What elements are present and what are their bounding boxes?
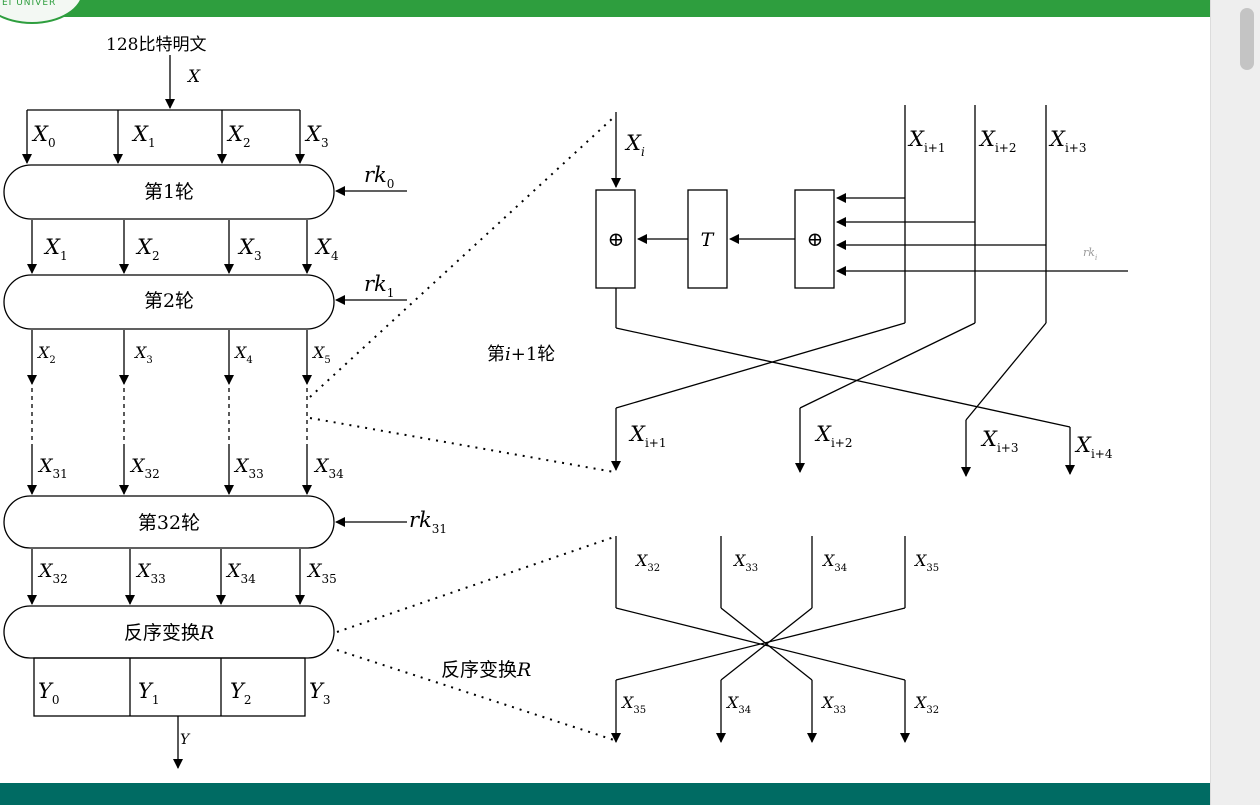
input-label: 128比特明文 <box>106 35 206 55</box>
label-r2-out-4: X5 <box>311 343 331 366</box>
t-label: T <box>701 229 715 251</box>
round-2-box <box>3 274 335 330</box>
vertical-scrollbar[interactable] <box>1210 0 1260 805</box>
label-out-xi2: Xi+2 <box>814 422 852 450</box>
label-out-xi1: Xi+1 <box>628 422 666 450</box>
round-2-label: 第2轮 <box>144 290 194 312</box>
reverse-detail-labels: X32 X33 X34 X35 X35 X34 X33 X32 反序变换R <box>441 551 939 716</box>
label-r32-out-4: X35 <box>306 560 337 586</box>
label-xi3: Xi+3 <box>1048 127 1086 155</box>
label-r2-out-1: X2 <box>36 343 56 366</box>
label-out-xi4: Xi+4 <box>1074 433 1113 461</box>
round-32-label: 第32轮 <box>138 512 200 534</box>
round-detail-labels: ⊕ T ⊕ Xi Xi+1 Xi+2 Xi+3 rki 第i+1轮 Xi+1 X… <box>487 127 1113 461</box>
label-r2-out-2: X3 <box>133 343 153 366</box>
label-rev-in-32: X32 <box>634 551 660 574</box>
round-1-label: 第1轮 <box>144 181 194 203</box>
xor-symbol-right: ⊕ <box>807 227 824 251</box>
round-32-box <box>3 495 335 549</box>
label-rev-out-33: X33 <box>820 693 846 716</box>
label-x2: X2 <box>226 122 251 150</box>
label-y2: Y2 <box>230 679 252 707</box>
label-rev-in-35: X35 <box>913 551 939 574</box>
left-labels: 128比特明文 X X0 X1 X2 X3 第1轮 rk0 X1 X2 X3 X… <box>31 35 447 748</box>
label-rki: rki <box>1083 246 1097 262</box>
sm4-structure-diagram: 128比特明文 X X0 X1 X2 X3 第1轮 rk0 X1 X2 X3 X… <box>3 35 1128 769</box>
label-x31: X31 <box>37 455 68 481</box>
label-rev-in-34: X34 <box>821 551 847 574</box>
label-x1: X1 <box>131 122 156 150</box>
label-xi2: Xi+2 <box>978 127 1016 155</box>
reverse-label: 反序变换R <box>124 622 214 644</box>
label-r32-out-2: X33 <box>135 560 166 586</box>
round-1-box <box>3 164 335 220</box>
scrollbar-thumb[interactable] <box>1240 8 1254 70</box>
label-rev-out-34: X34 <box>725 693 751 716</box>
label-x3: X3 <box>304 122 329 150</box>
label-x34: X34 <box>313 455 344 481</box>
label-y0: Y0 <box>38 679 60 707</box>
round-detail <box>595 105 1128 477</box>
label-r32-out-1: X32 <box>37 560 68 586</box>
top-banner <box>0 0 1210 17</box>
reverse-detail-caption: 反序变换R <box>441 659 531 681</box>
label-r2-out-3: X4 <box>233 343 253 366</box>
label-r1-out-3: X3 <box>237 235 262 263</box>
label-xi: Xi <box>624 131 645 159</box>
label-x33: X33 <box>233 455 264 481</box>
label-rev-in-33: X33 <box>732 551 758 574</box>
round-1-key: rk0 <box>364 163 394 191</box>
label-out-xi3: Xi+3 <box>980 427 1018 455</box>
round-detail-caption: 第i+1轮 <box>487 344 555 365</box>
label-r1-out-4: X4 <box>314 235 339 263</box>
round-32-key: rk31 <box>409 508 447 536</box>
zoom-connectors <box>309 116 615 741</box>
xor-symbol-left: ⊕ <box>608 227 625 251</box>
label-rev-out-35: X35 <box>620 693 646 716</box>
label-x0: X0 <box>31 122 56 150</box>
label-r32-out-3: X34 <box>225 560 256 586</box>
label-r1-out-2: X2 <box>135 235 160 263</box>
label-x32: X32 <box>129 455 160 481</box>
round-2-key: rk1 <box>364 272 394 300</box>
label-xi1: Xi+1 <box>907 127 945 155</box>
label-y3: Y3 <box>309 679 331 707</box>
left-structure <box>3 55 407 769</box>
logo-text: EI UNIVER <box>2 0 57 8</box>
label-y1: Y1 <box>138 679 160 707</box>
bottom-banner <box>0 783 1210 805</box>
input-var: X <box>186 67 201 87</box>
label-r1-out-1: X1 <box>43 235 68 263</box>
label-rev-out-32: X32 <box>913 693 939 716</box>
reverse-detail <box>611 536 910 743</box>
output-box <box>33 657 306 717</box>
output-var: Y <box>180 732 191 748</box>
